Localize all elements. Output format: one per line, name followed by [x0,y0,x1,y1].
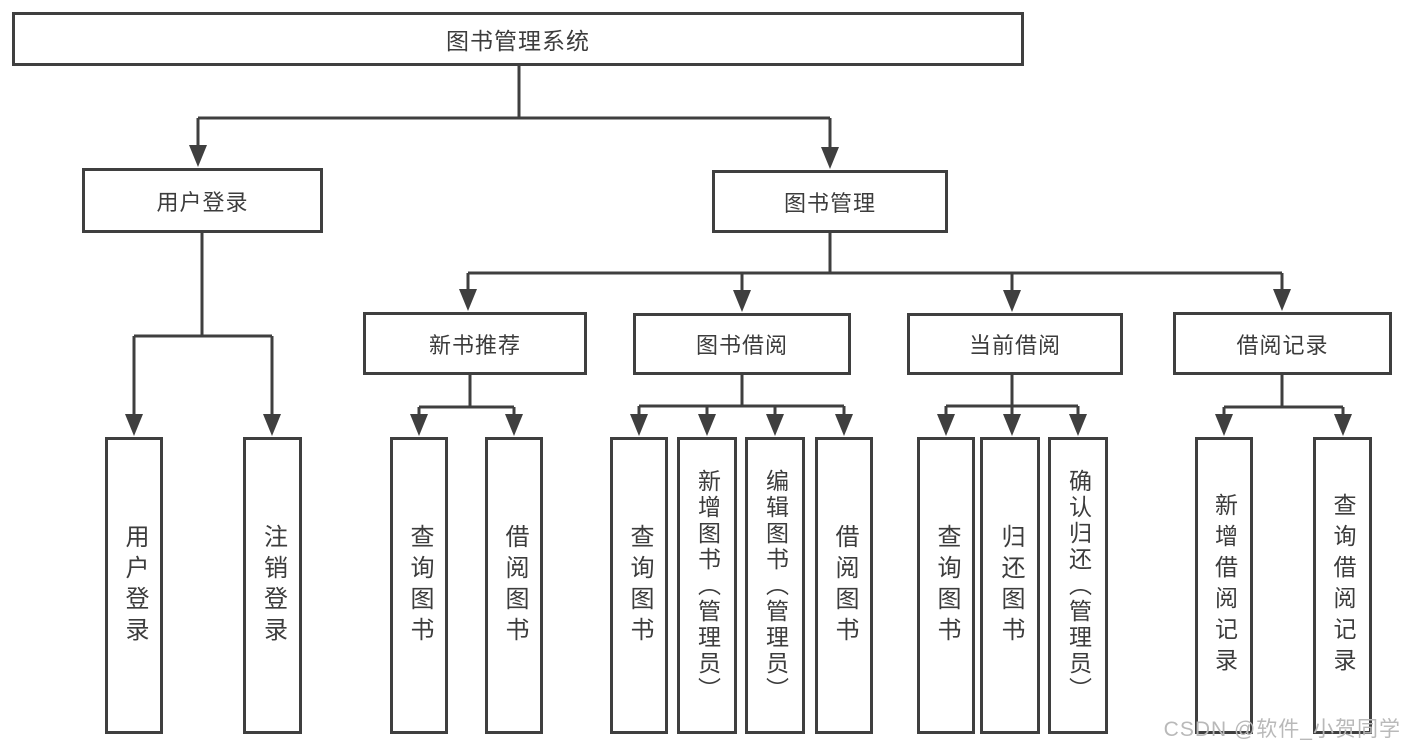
leaf-label: 确认归还（管理员） [1065,468,1092,703]
node-label: 当前借阅 [968,333,1061,358]
leaf-label: 借阅图书 [831,523,858,648]
node-book-borrow: 图书借阅 [633,313,851,375]
leaf-label: 注销登录 [259,523,287,648]
arrowhead-icons [125,145,1352,436]
leaf-label: 查询借阅记录 [1330,492,1356,679]
node-current-borrow: 当前借阅 [907,313,1123,375]
leaf-label: 查询图书 [406,523,433,648]
leaf-borrow-books: 借阅图书 [815,437,873,734]
leaf-label: 查询图书 [626,523,653,648]
leaf-user-login: 用户登录 [105,437,163,734]
leaf-query-books-current: 查询图书 [917,437,975,734]
node-label: 用户登录 [156,189,249,215]
node-book-management: 图书管理 [712,170,948,233]
leaf-label: 用户登录 [121,523,148,648]
leaf-query-books-recommend: 查询图书 [390,437,448,734]
leaf-borrow-books-recommend: 借阅图书 [485,437,543,734]
leaf-edit-books-admin: 编辑图书（管理员） [745,437,805,734]
leaf-label: 借阅图书 [501,523,528,648]
leaf-label: 归还图书 [997,523,1024,648]
node-label: 新书推荐 [428,332,521,358]
node-new-book-recommend: 新书推荐 [363,312,587,375]
leaf-label: 编辑图书（管理员） [762,468,789,703]
leaf-label: 新增借阅记录 [1211,492,1238,679]
leaf-query-borrow-record: 查询借阅记录 [1313,437,1372,734]
node-root-library-management-system: 图书管理系统 [12,12,1024,66]
node-label: 图书借阅 [695,333,788,358]
node-borrow-record: 借阅记录 [1173,312,1392,375]
node-label: 图书管理系统 [446,28,590,54]
leaf-logout: 注销登录 [243,437,302,734]
leaf-return-books: 归还图书 [980,437,1040,734]
leaf-label: 查询图书 [933,523,960,648]
leaf-label: 新增图书（管理员） [694,468,721,703]
csdn-watermark: CSDN @软件_小贺同学 [1163,718,1401,741]
leaf-query-books-borrow: 查询图书 [610,437,668,734]
node-label: 借阅记录 [1236,332,1329,358]
leaf-add-borrow-record: 新增借阅记录 [1195,437,1253,734]
leaf-confirm-return-admin: 确认归还（管理员） [1048,437,1108,734]
node-user-login: 用户登录 [82,168,323,233]
leaf-add-books-admin: 新增图书（管理员） [677,437,737,734]
node-label: 图书管理 [783,190,876,216]
